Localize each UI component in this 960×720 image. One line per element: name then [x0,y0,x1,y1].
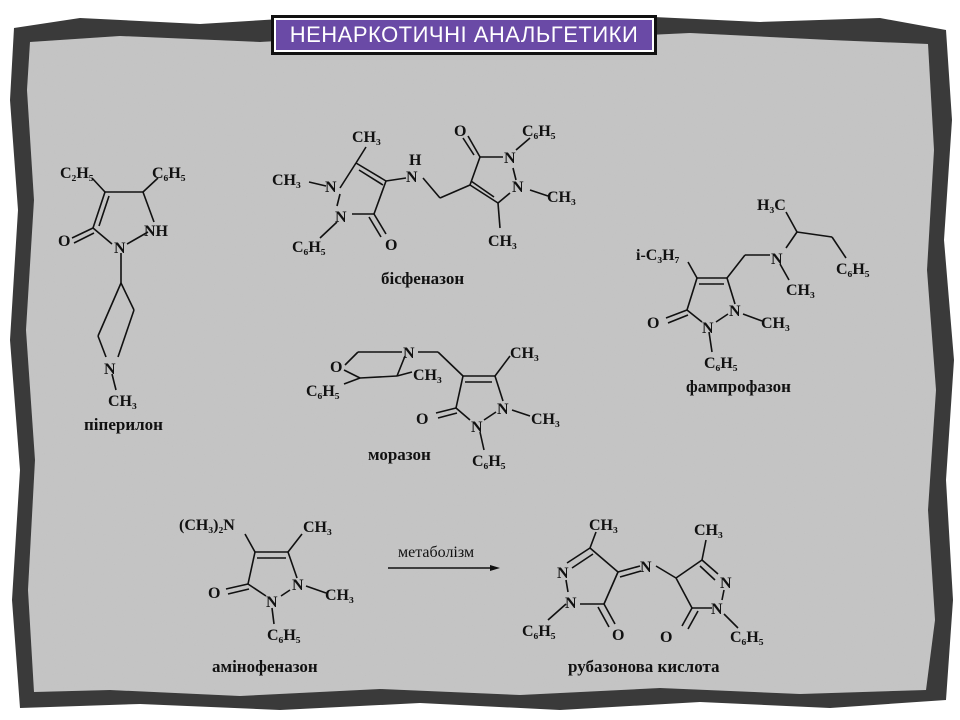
famprofazon-n-a: N [729,303,741,320]
slide-title: НЕНАРКОТИЧНІ АНАЛЬГЕТИКИ [271,15,657,55]
famprofazon-h3c: H₃C [757,197,786,214]
compound-bisfenazon: CH₃ CH₃ N N C₆H₅ O H N O C₆H₅ N N CH₃ CH… [272,123,576,288]
compound-rubazonic-acid: CH₃ CH₃ N N N N N C₆H₅ O O C₆H₅ рубазоно… [522,517,764,676]
morazon-c6h5-morph: C₆H₅ [306,383,340,400]
piperylon-bonds [71,177,159,391]
aminofenazon-c6h5: C₆H₅ [267,627,301,644]
bisfenazon-ch3-left: CH₃ [272,172,301,189]
rubazonic-o-left: O [612,627,624,644]
bisfenazon-ch3-right: CH₃ [547,189,576,206]
bisfenazon-o-right: O [454,123,466,140]
rubazonic-n-left-b: N [565,595,577,612]
aminofenazon-ch3-right: CH₃ [325,587,354,604]
bisfenazon-n-a: N [325,179,337,196]
aminofenazon-n-a: N [292,577,304,594]
rubazonic-o-right: O [660,629,672,646]
bisfenazon-n-b: N [335,209,347,226]
famprofazon-ch3-ring: CH₃ [761,315,790,332]
bisfenazon-bonds [308,135,549,239]
piperylon-name: піперилон [84,415,163,434]
morazon-o-ring: O [330,359,342,376]
bisfenazon-h: H [409,152,422,169]
famprofazon-c6h5-side: C₆H₅ [836,261,870,278]
bisfenazon-o-left: O [385,237,397,254]
famprofazon-bonds [665,211,847,353]
aminofenazon-o: O [208,585,220,602]
rubazonic-ch3-left: CH₃ [589,517,618,534]
aminofenazon-bonds [225,533,327,625]
piperylon-c6h5: C₆H₅ [152,165,186,182]
rubazonic-bonds [547,531,739,630]
rubazonic-n-right-b: N [711,601,723,618]
bisfenazon-n-c: N [504,150,516,167]
rubazonic-c6h5-right: C₆H₅ [730,629,764,646]
famprofazon-name: фампрофазон [686,377,791,396]
rubazonic-n-left-a: N [557,565,569,582]
bisfenazon-name: бісфеназон [381,269,464,288]
piperylon-c2h5: C₂H₅ [60,165,94,182]
rubazonic-ch3-right: CH₃ [694,522,723,539]
morazon-ch3-right: CH₃ [531,411,560,428]
famprofazon-n-b: N [702,320,714,337]
compound-morazon: O N CH₃ C₆H₅ CH₃ N N CH₃ O C₆H₅ моразон [306,345,560,470]
bisfenazon-n-link: N [406,169,418,186]
piperylon-n1: N [114,240,126,257]
aminofenazon-name: амінофеназон [212,657,318,676]
piperylon-n2: N [104,361,116,378]
rubazonic-n-right-a: N [720,575,732,592]
famprofazon-o: O [647,315,659,332]
morazon-name: моразон [368,445,431,464]
morazon-bonds [343,351,531,451]
famprofazon-ch3-amine: CH₃ [786,282,815,299]
aminofenazon-ch3-top: CH₃ [303,519,332,536]
bisfenazon-ch3-top: CH₃ [352,129,381,146]
morazon-c6h5: C₆H₅ [472,453,506,470]
paper-sheet [26,33,936,696]
bisfenazon-n-d: N [512,179,524,196]
aminofenazon-n-b: N [266,594,278,611]
piperylon-nh: NH [144,223,169,240]
compound-famprofazon: H₃C N C₆H₅ CH₃ i-C₃H₇ O N N CH₃ C₆H₅ фам… [636,197,870,396]
compound-aminofenazon: (CH₃)₂N CH₃ O N N CH₃ C₆H₅ амінофеназон [179,517,354,676]
morazon-n-b: N [471,419,483,436]
bisfenazon-ch3-bottom: CH₃ [488,233,517,250]
morazon-ch3-morph: CH₃ [413,367,442,384]
rubazonic-c6h5-left: C₆H₅ [522,623,556,640]
piperylon-ch3: CH₃ [108,393,137,410]
metabolism-label: метаболізм [398,544,474,561]
morazon-n-a: N [497,401,509,418]
aminofenazon-nme2: (CH₃)₂N [179,517,235,534]
famprofazon-n-amine: N [771,251,783,268]
morazon-o: O [416,411,428,428]
morazon-n-ring: N [403,345,415,362]
metabolism-arrow: метаболізм [388,544,500,571]
famprofazon-ic3h7: i-C₃H₇ [636,247,680,264]
rubazonic-name: рубазонова кислота [568,657,720,676]
famprofazon-c6h5-ring: C₆H₅ [704,355,738,372]
bisfenazon-c6h5-left: C₆H₅ [292,239,326,256]
bisfenazon-c6h5-right: C₆H₅ [522,123,556,140]
rubazonic-n-bridge: N [640,559,652,576]
morazon-ch3-top: CH₃ [510,345,539,362]
compound-piperylon: C₂H₅ C₆H₅ O NH N N CH₃ піперилон [58,165,186,434]
piperylon-o: O [58,233,70,250]
